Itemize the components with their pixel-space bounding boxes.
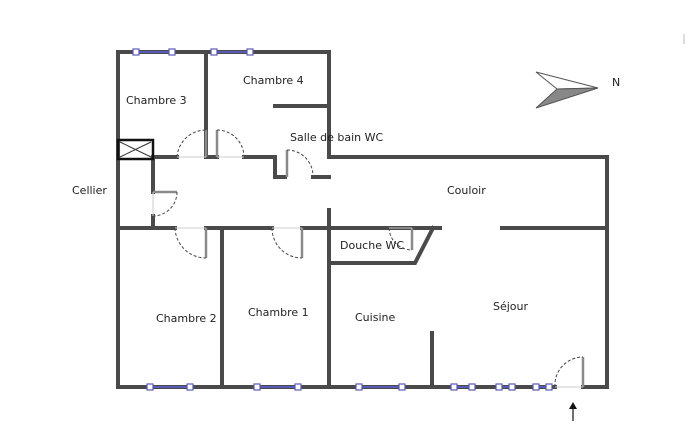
label-cellier: Cellier	[72, 184, 107, 197]
chimney-duct	[116, 138, 155, 161]
label-chambre2: Chambre 2	[156, 312, 217, 325]
walls	[116, 50, 609, 389]
label-chambre4: Chambre 4	[243, 74, 304, 87]
label-chambre3: Chambre 3	[126, 94, 187, 107]
room-labels: Chambre 3 Chambre 4 Salle de bain WC Cel…	[72, 74, 529, 325]
entrance-arrow-icon	[569, 402, 577, 421]
label-couloir: Couloir	[447, 184, 486, 197]
label-chambre1: Chambre 1	[248, 306, 309, 319]
label-salle-de-bain: Salle de bain WC	[290, 131, 383, 144]
windows	[132, 48, 553, 391]
doors	[152, 129, 585, 388]
compass-arrow-icon	[535, 71, 599, 90]
label-douche: Douche WC	[340, 239, 404, 252]
compass: N	[535, 71, 620, 109]
label-cuisine: Cuisine	[355, 311, 395, 324]
label-sejour: Séjour	[493, 300, 529, 313]
compass-north-label: N	[612, 76, 620, 89]
